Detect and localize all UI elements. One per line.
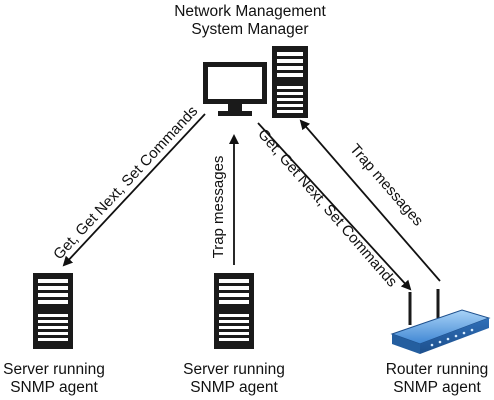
tower-server-icon — [33, 273, 73, 349]
server-middle-caption: Server running SNMP agent — [180, 361, 288, 397]
router-caption-line2: SNMP agent — [393, 379, 481, 396]
arrow-label-manager-to-server-left: Get, Get Next, Set Commands — [50, 103, 201, 263]
server-middle-caption-line1: Server running — [183, 361, 285, 378]
desktop-computer-icon — [203, 62, 267, 116]
arrow-manager-to-server-left — [62, 113, 206, 267]
manager-workstation-icon — [203, 46, 308, 118]
tower-server-icon — [272, 46, 308, 118]
tower-server-icon — [214, 273, 254, 349]
arrow-manager-to-router — [257, 122, 412, 291]
manager-caption-line2: System Manager — [191, 21, 309, 38]
server-middle-caption-line2: SNMP agent — [190, 379, 278, 396]
manager-caption: Network Management System Manager — [160, 3, 340, 39]
server-left-caption-line2: SNMP agent — [10, 379, 98, 396]
server-left-caption-line1: Server running — [3, 361, 105, 378]
router-caption: Router running SNMP agent — [380, 361, 494, 397]
arrow-label-server-middle-to-manager: Trap messages — [210, 156, 227, 259]
arrow-label-router-to-manager: Trap messages — [346, 141, 426, 230]
arrow-router-to-manager — [299, 119, 441, 282]
server-left-caption: Server running SNMP agent — [0, 361, 108, 397]
wireless-router-icon — [390, 289, 491, 354]
router-caption-line1: Router running — [385, 361, 489, 378]
manager-caption-line1: Network Management — [174, 3, 326, 20]
